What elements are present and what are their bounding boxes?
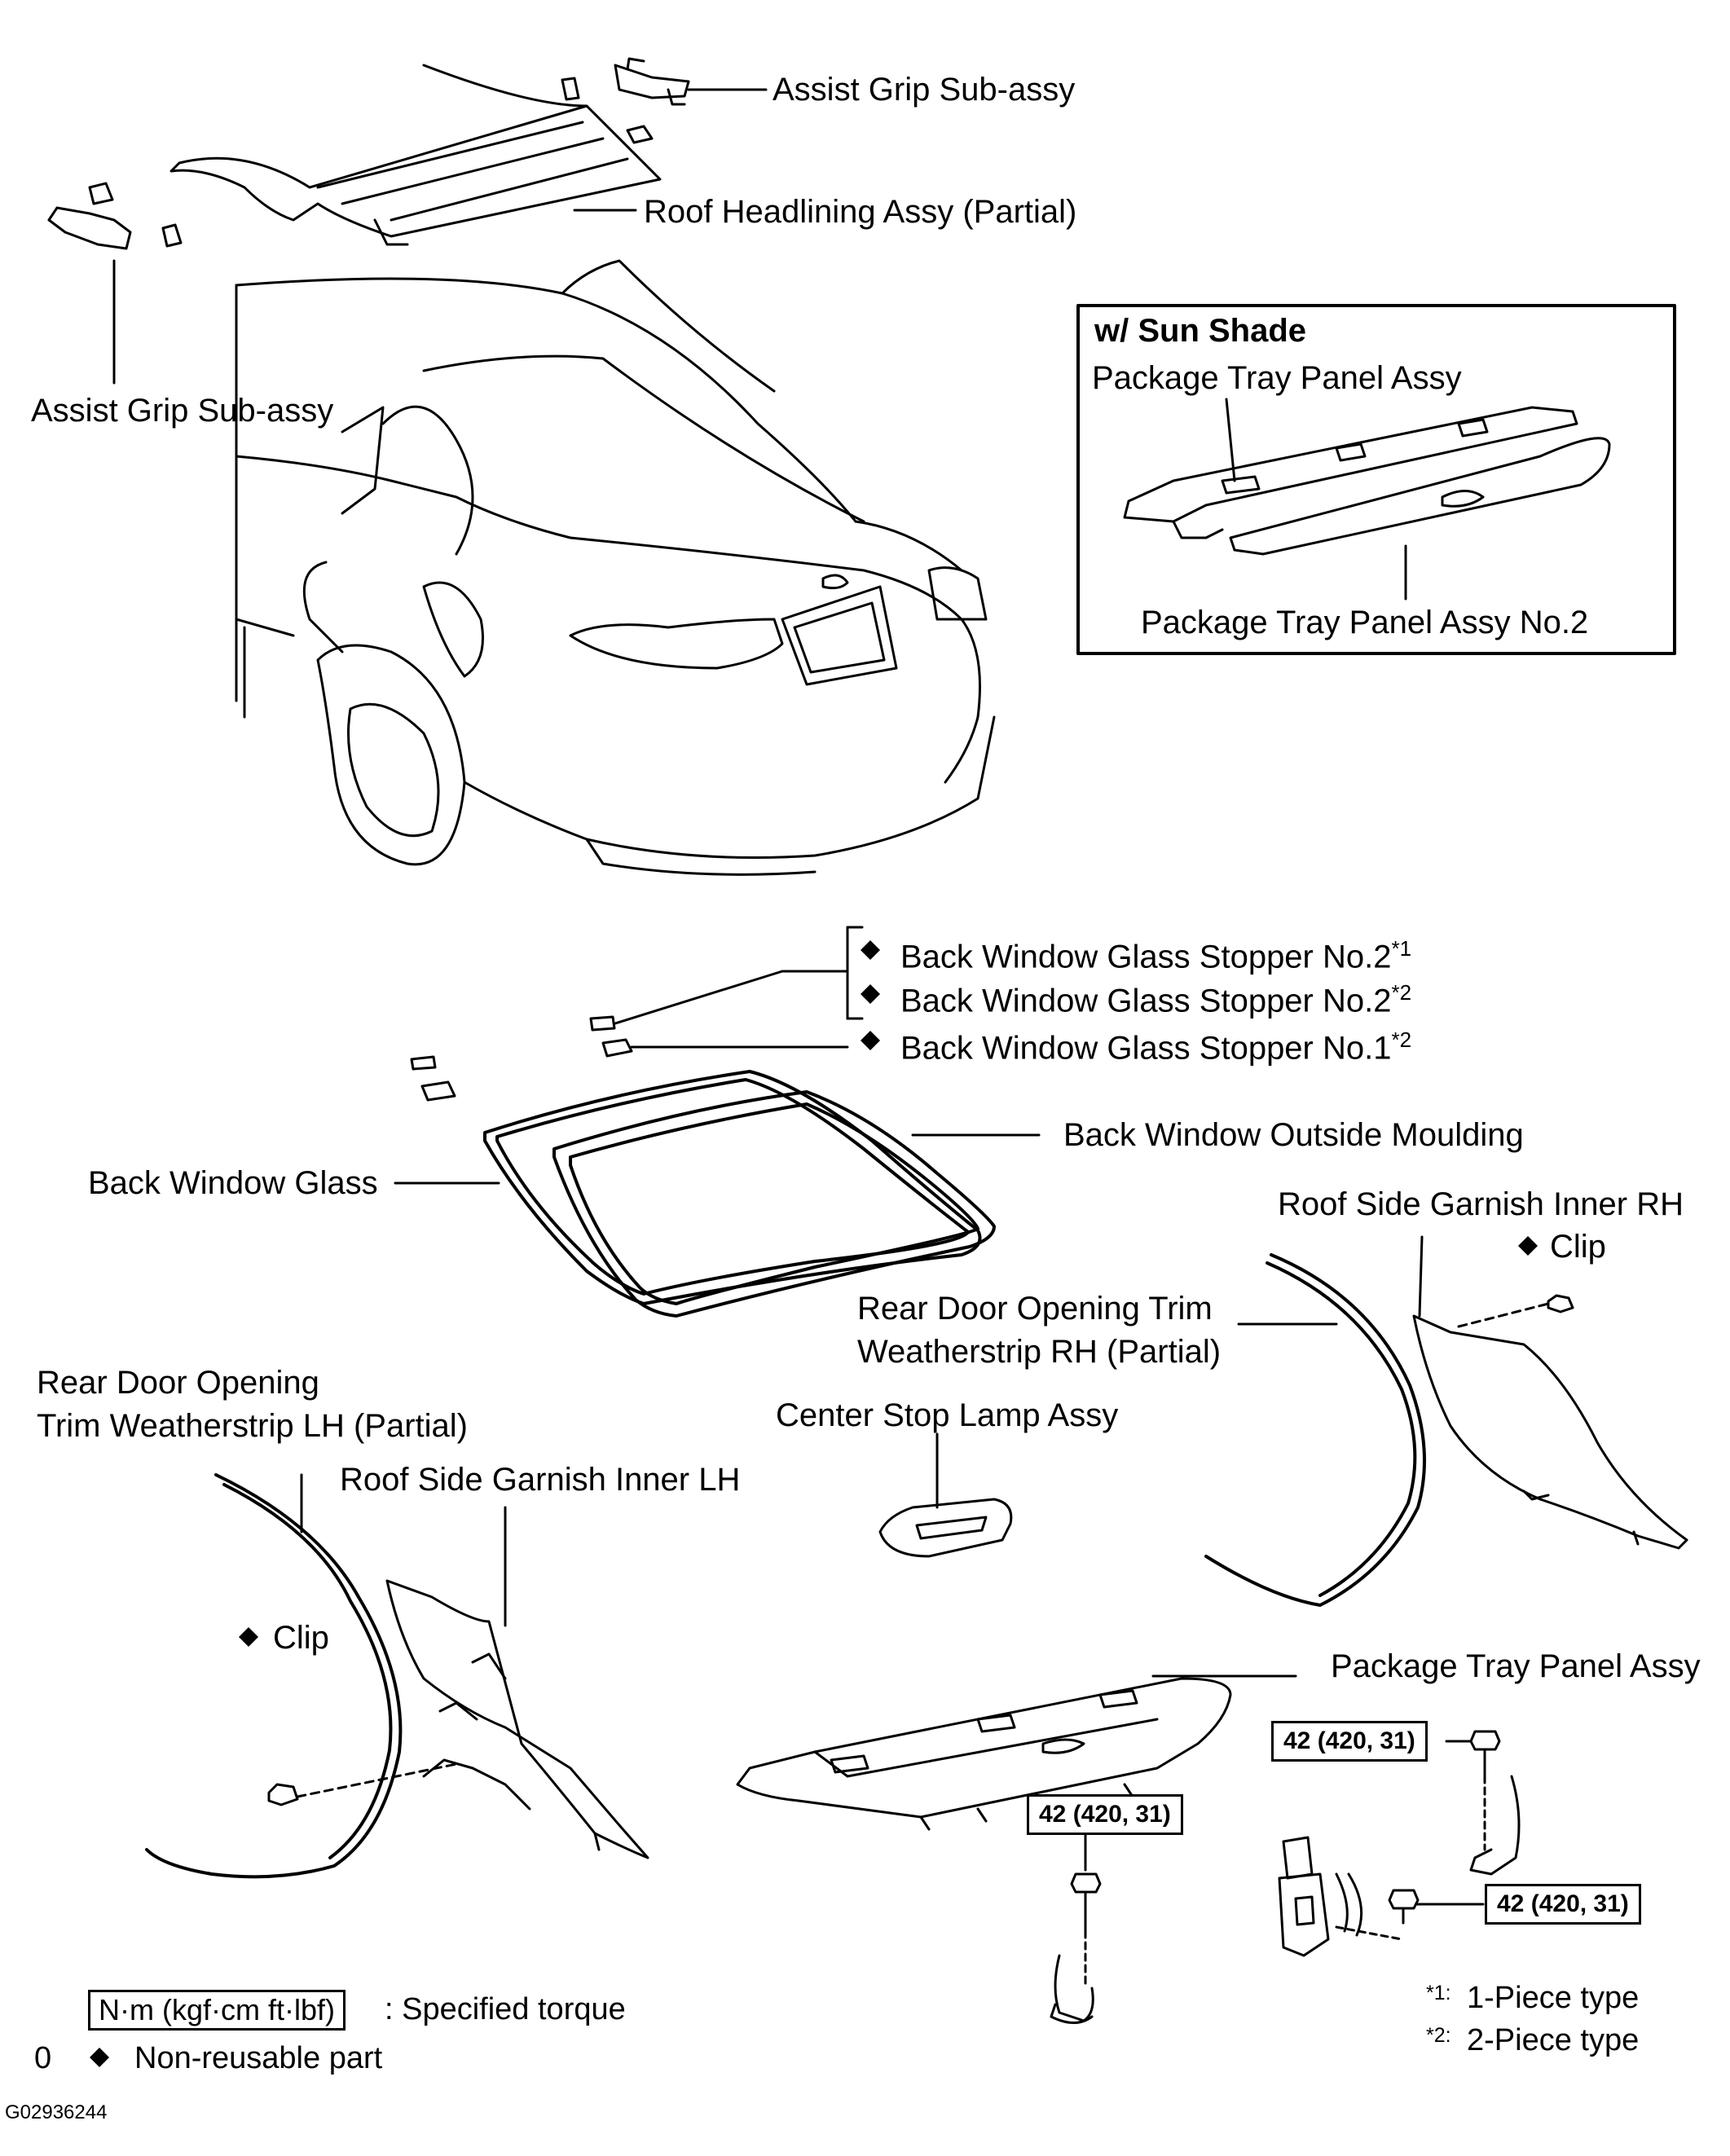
bolt-center-drawing	[1050, 1872, 1102, 2024]
roof-side-garnish-rh-label: Roof Side Garnish Inner RH	[1278, 1186, 1684, 1222]
note1-mark: *1:	[1426, 1982, 1451, 2004]
stopper-no2-b-text: Back Window Glass Stopper No.2	[900, 983, 1392, 1019]
roof-headlining-label: Roof Headlining Assy (Partial)	[644, 194, 1077, 230]
stopper-no2-a-note: *1	[1391, 936, 1412, 961]
zero-mark: 0	[34, 2041, 52, 2075]
assist-grip-left-label: Assist Grip Sub-assy	[31, 393, 334, 429]
nonreusable-legend-text: Non-reusable part	[134, 2041, 383, 2075]
clip-lh-label: Clip	[273, 1620, 329, 1656]
torque-legend-box: N·m (kgf·cm ft·lbf)	[88, 1990, 346, 2031]
stopper-no1-text: Back Window Glass Stopper No.1	[900, 1030, 1392, 1067]
bolt-right-drawing	[1469, 1730, 1521, 1876]
back-window-drawing	[483, 1070, 996, 1318]
inset-package-tray-label: Package Tray Panel Assy	[1092, 360, 1462, 396]
package-tray-label: Package Tray Panel Assy	[1331, 1648, 1701, 1684]
note1-text: 1-Piece type	[1467, 1981, 1640, 2015]
stopper-no1-label: Back Window Glass Stopper No.1*2	[900, 1022, 1411, 1066]
note2-mark: *2:	[1426, 2024, 1451, 2047]
diamond-icons	[90, 940, 1538, 2067]
roof-side-garnish-lh-label: Roof Side Garnish Inner LH	[340, 1462, 741, 1498]
stopper-no2-a-text: Back Window Glass Stopper No.2	[900, 939, 1392, 975]
center-stop-lamp-label: Center Stop Lamp Assy	[776, 1397, 1119, 1433]
clip-rh-label: Clip	[1550, 1229, 1606, 1265]
inset-package-tray-drawing	[1123, 406, 1611, 556]
note2-text: 2-Piece type	[1467, 2023, 1640, 2057]
roof-side-garnish-rh-drawing	[1412, 1314, 1688, 1550]
car-body-drawing	[235, 259, 996, 876]
inset-frame	[1076, 304, 1676, 655]
rear-door-trim-rh-label-2: Weatherstrip RH (Partial)	[857, 1334, 1222, 1370]
rear-door-trim-lh-drawing	[145, 1473, 403, 1879]
inset-title: w/ Sun Shade	[1094, 313, 1307, 349]
rear-door-trim-lh-label-2: Trim Weatherstrip LH (Partial)	[37, 1408, 468, 1444]
stopper-no1-note: *2	[1391, 1027, 1412, 1052]
inset-package-tray-no2-label: Package Tray Panel Assy No.2	[1141, 605, 1589, 640]
rear-door-trim-rh-drawing	[1204, 1253, 1426, 1607]
rear-door-trim-rh-label-1: Rear Door Opening Trim	[857, 1291, 1213, 1327]
torque-box-center: 42 (420, 31)	[1027, 1794, 1183, 1835]
back-window-moulding-label: Back Window Outside Moulding	[1063, 1117, 1524, 1153]
back-window-glass-label: Back Window Glass	[88, 1165, 378, 1201]
seat-belt-buckle-drawing	[1278, 1836, 1363, 1957]
stopper-no2-b-note: *2	[1391, 980, 1412, 1005]
stopper-no2-b-label: Back Window Glass Stopper No.2*2	[900, 975, 1411, 1019]
stoppers-drawing	[410, 1015, 633, 1102]
assist-grip-left-drawing	[47, 182, 183, 250]
center-stop-lamp-drawing	[878, 1498, 1013, 1558]
rear-door-trim-lh-label-1: Rear Door Opening	[37, 1365, 319, 1401]
package-tray-drawing	[736, 1677, 1232, 1831]
torque-box-lower: 42 (420, 31)	[1485, 1884, 1641, 1925]
figure-id: G02936244	[5, 2101, 108, 2123]
torque-box-right: 42 (420, 31)	[1271, 1721, 1428, 1762]
roof-headlining-drawing	[169, 64, 662, 246]
bolt-lower-drawing	[1335, 1889, 1420, 1941]
assist-grip-top-drawing	[561, 57, 690, 144]
torque-legend-text: : Specified torque	[385, 1992, 626, 2026]
stopper-no2-a-label: Back Window Glass Stopper No.2*1	[900, 931, 1411, 975]
roof-side-garnish-lh-drawing	[385, 1579, 649, 1859]
assist-grip-top-label: Assist Grip Sub-assy	[773, 72, 1076, 108]
